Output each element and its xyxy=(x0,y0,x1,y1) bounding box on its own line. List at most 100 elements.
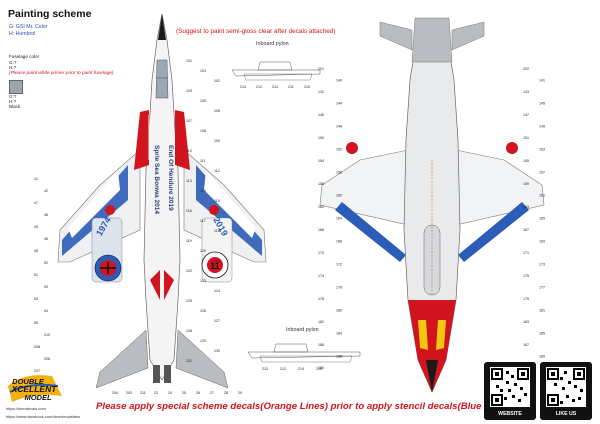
callout-under-46: 184 xyxy=(336,332,342,336)
dxm-logo: DOUBLE XCELLENT MODEL xyxy=(8,375,62,402)
callout-top-10: 111 xyxy=(200,159,205,163)
callout-top-8: 109 xyxy=(214,139,220,143)
callout-left-9: 50 xyxy=(44,285,48,289)
callout-under-28: 166 xyxy=(318,228,324,232)
callout-under-44: 182 xyxy=(318,320,324,324)
inboard-pylon-title-top: Inboard pylon xyxy=(256,41,289,47)
top-nose-tip xyxy=(158,14,166,40)
callout-top-4: 105 xyxy=(200,99,206,103)
callout-under-12: 150 xyxy=(318,136,324,140)
facebook-url[interactable]: https://www.facebook.com/dxmdecalsfans xyxy=(6,414,81,419)
website-qr-label: WEBSITE xyxy=(498,411,522,417)
callout-top-30: 131 xyxy=(186,359,192,363)
callout-under-23: 161 xyxy=(539,194,545,198)
callout-left-6: 45 xyxy=(34,249,38,253)
callout-left-5: 46 xyxy=(44,237,48,241)
callout-under-14: 152 xyxy=(336,148,342,152)
callout-under-27: 165 xyxy=(539,217,545,221)
callout-left-7: 52 xyxy=(44,261,48,265)
callout-under-15: 153 xyxy=(539,148,545,152)
callout-under-21: 159 xyxy=(523,182,529,186)
callout-bottom-7: 27 xyxy=(210,391,214,395)
callout-top-12: 113 xyxy=(186,179,192,183)
inboard-pylon-title-bottom: Inboard pylon xyxy=(286,327,319,333)
callout-pylon-top-2: 214 xyxy=(272,85,278,89)
callout-bottom-5: 25 xyxy=(182,391,186,395)
decal-order-note: Please apply special scheme decals(Orang… xyxy=(96,401,513,412)
pylon-bottom-sketch xyxy=(247,343,361,363)
top-right-stabilizer xyxy=(175,329,229,389)
callout-under-6: 144 xyxy=(336,102,342,106)
callout-under-0: 201 xyxy=(318,67,324,71)
callout-pylon-bottom-3: 215 xyxy=(316,367,322,371)
callout-left-10: 53 xyxy=(34,297,38,301)
callout-pylon-top-1: 212 xyxy=(256,85,262,89)
callout-bottom-8: 28 xyxy=(224,391,228,395)
callout-left-1: 42 xyxy=(44,189,48,193)
callout-left-11: 54 xyxy=(44,309,48,313)
under-view-aircraft xyxy=(319,17,545,393)
pylon-top-sketch xyxy=(231,61,321,81)
callout-pylon-top-4: 215 xyxy=(304,85,310,89)
callout-left-3: 48 xyxy=(44,213,48,217)
callout-numbers: 1011041021031051061071081091101111121131… xyxy=(34,59,545,395)
callout-under-32: 170 xyxy=(318,251,324,255)
top-right-wing-white xyxy=(204,170,256,238)
top-canopy xyxy=(155,59,169,99)
callout-top-18: 119 xyxy=(186,239,192,243)
callout-under-34: 172 xyxy=(336,263,342,267)
callout-left-12: 55 xyxy=(34,321,38,325)
top-left-exhaust xyxy=(153,365,160,383)
gray-color-swatch xyxy=(9,80,23,94)
callout-top-15: 116 xyxy=(186,209,192,213)
callout-under-11: 149 xyxy=(539,125,545,129)
top-left-roundel xyxy=(105,205,115,215)
logo-text-3: MODEL xyxy=(24,393,52,402)
top-left-wing-white xyxy=(68,170,120,238)
callout-left-2: 47 xyxy=(34,201,38,205)
callout-left-16: 207 xyxy=(34,369,40,373)
swatch-code-h: H:? xyxy=(9,99,17,104)
swatch-code-g: G:? xyxy=(9,94,17,99)
under-right-stripe xyxy=(458,202,529,262)
callout-under-52: 190 xyxy=(318,366,324,370)
callout-pylon-top-0: 213 xyxy=(240,85,246,89)
callout-under-30: 168 xyxy=(336,240,342,244)
callout-under-47: 185 xyxy=(539,332,545,336)
callout-top-14: 115 xyxy=(214,199,220,203)
callout-under-31: 169 xyxy=(539,240,545,244)
callout-left-13: 210 xyxy=(44,333,50,337)
callout-under-17: 155 xyxy=(523,159,529,163)
callout-top-7: 108 xyxy=(200,129,206,133)
callout-under-48: 186 xyxy=(318,343,324,347)
website-qr-code[interactable] xyxy=(490,367,530,407)
painting-scheme-title: Painting scheme xyxy=(8,8,92,20)
callout-under-25: 163 xyxy=(523,205,529,209)
callout-bottom-0: 204 xyxy=(112,391,118,395)
callout-top-17: 118 xyxy=(214,229,220,233)
callout-top-9: 110 xyxy=(186,149,192,153)
callout-under-42: 180 xyxy=(336,309,342,313)
callout-left-15: 206 xyxy=(44,357,50,361)
logo-text-2: XCELLENT xyxy=(11,384,58,394)
top-right-exhaust xyxy=(164,365,171,383)
callout-under-41: 179 xyxy=(523,297,529,301)
callout-top-27: 128 xyxy=(186,329,192,333)
callout-under-45: 183 xyxy=(523,320,529,324)
callout-bottom-4: 24 xyxy=(168,391,172,395)
like-us-qr-code[interactable] xyxy=(546,367,586,407)
website-qr-card[interactable]: WEBSITE xyxy=(484,362,536,420)
under-right-wing xyxy=(455,149,545,226)
callout-under-38: 176 xyxy=(336,286,342,290)
callout-top-26: 127 xyxy=(214,319,220,323)
callout-under-33: 171 xyxy=(523,251,529,255)
callout-top-21: 122 xyxy=(186,269,192,273)
callout-left-4: 49 xyxy=(34,225,38,229)
website-url[interactable]: https://dxmdecals.com xyxy=(6,406,46,411)
callout-under-4: 142 xyxy=(318,90,324,94)
callout-pylon-bottom-0: 213 xyxy=(262,367,268,371)
like-us-qr-card[interactable]: LIKE US xyxy=(540,362,592,420)
callout-under-19: 157 xyxy=(539,171,545,175)
fuselage-code-h: H:? xyxy=(9,65,17,70)
